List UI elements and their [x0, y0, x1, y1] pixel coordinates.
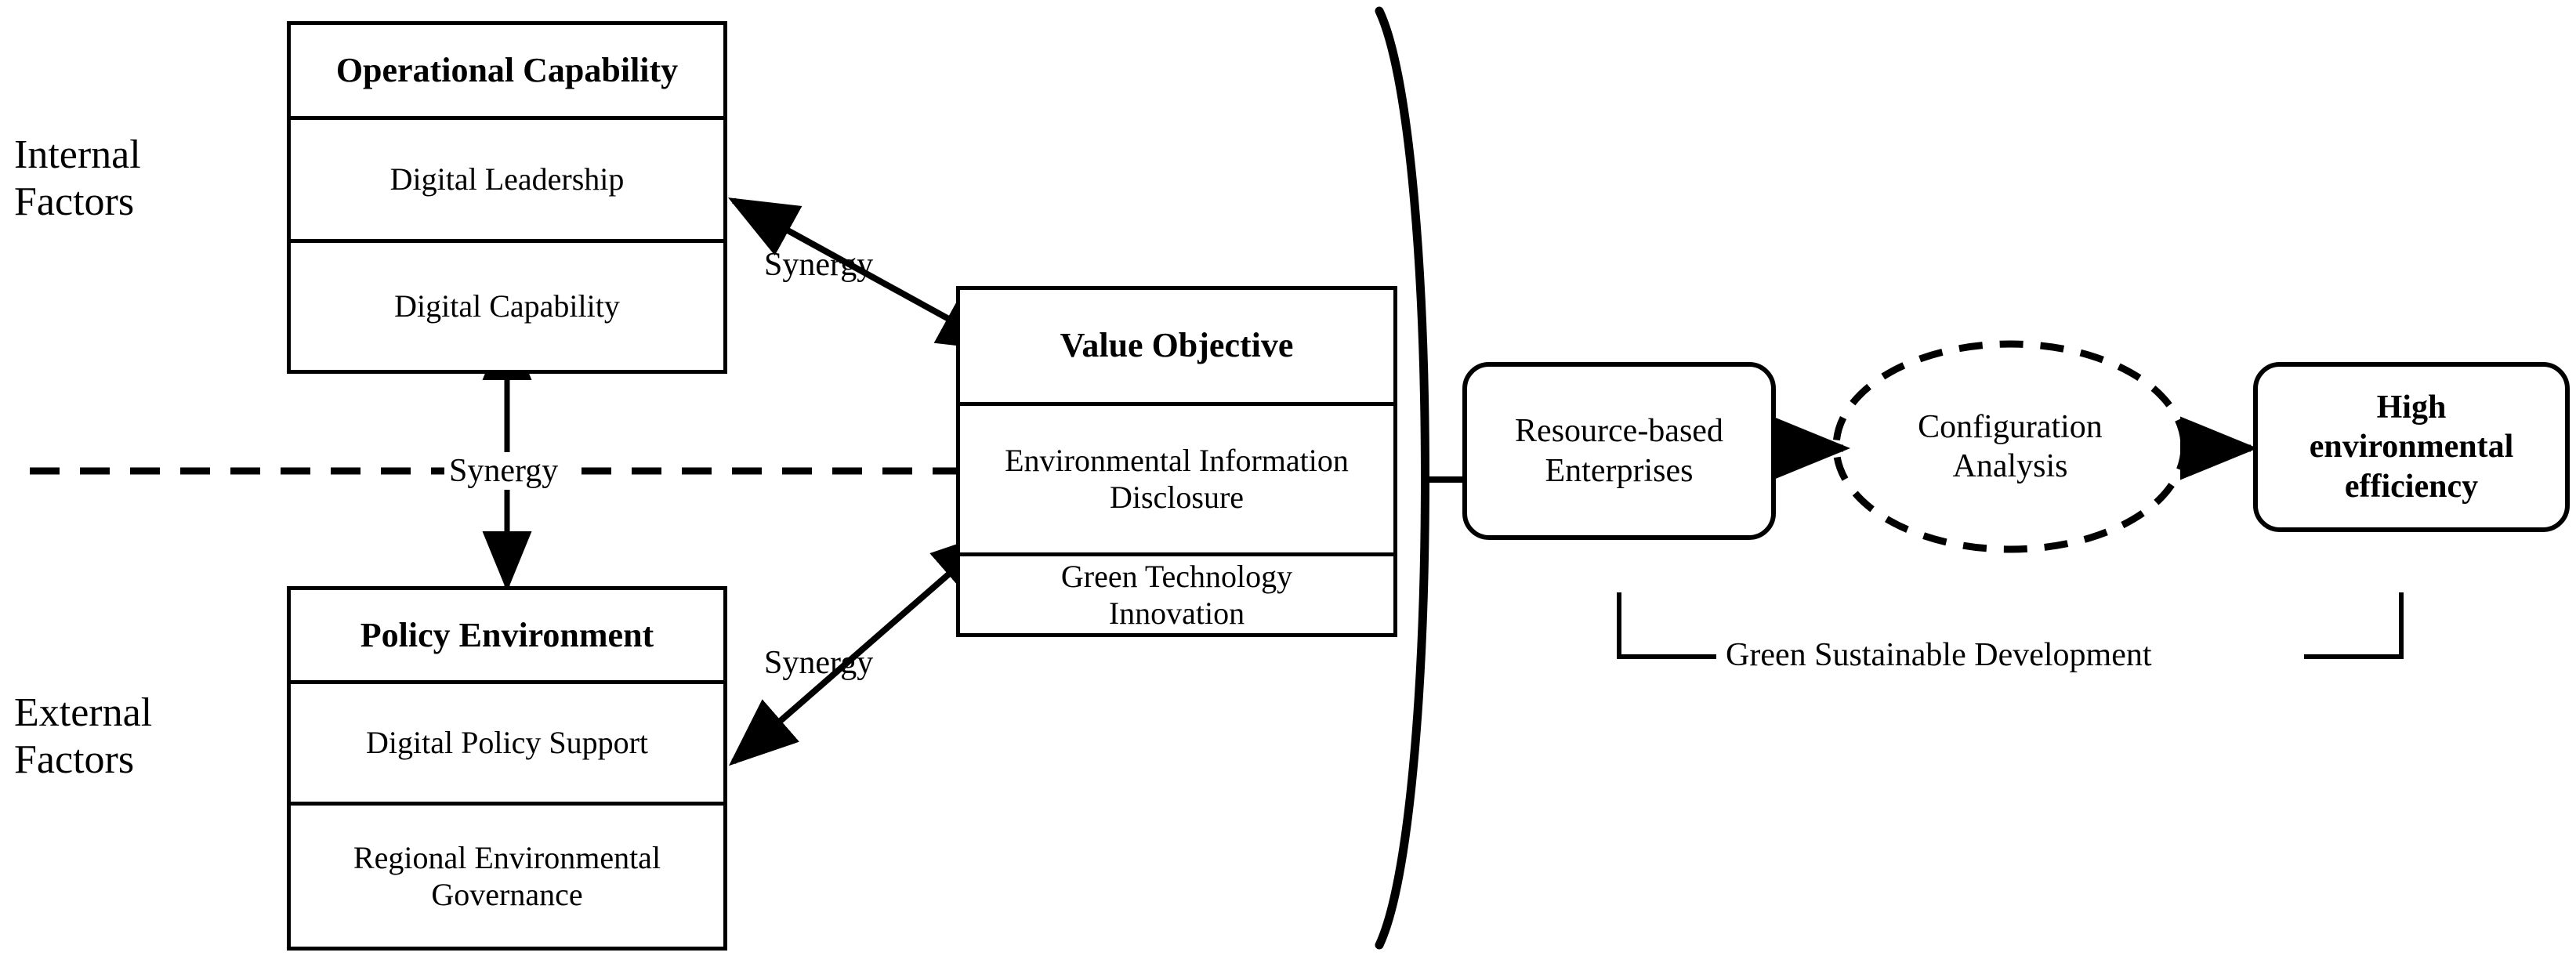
- value-objective-row-environmental-information-disclosure: Environmental Information Disclosure: [960, 406, 1393, 556]
- synergy-middle-label: Synergy: [444, 452, 563, 491]
- operational-capability-box[interactable]: Operational Capability Digital Leadershi…: [287, 21, 727, 374]
- synergy-bottom-label: Synergy: [764, 645, 874, 681]
- value-objective-row-green-technology-innovation: Green Technology Innovation: [1060, 558, 1293, 631]
- configuration-analysis-label: Configuration Analysis: [1918, 408, 2103, 484]
- synergy-top-label: Synergy: [764, 247, 874, 283]
- policy-environment-box[interactable]: Policy Environment Digital Policy Suppor…: [287, 586, 727, 951]
- policy-environment-row-digital-policy-support: Digital Policy Support: [291, 684, 723, 806]
- operational-capability-header: Operational Capability: [291, 25, 723, 120]
- green-sustainable-bracket-left: [1617, 592, 1716, 659]
- policy-environment-header: Policy Environment: [291, 590, 723, 684]
- green-sustainable-development-label: Green Sustainable Development: [1721, 636, 2157, 675]
- green-sustainable-bracket-right: [2304, 592, 2404, 659]
- internal-factors-label: Internal Factors: [14, 132, 141, 224]
- value-objective-box[interactable]: Value Objective Environmental Informatio…: [956, 286, 1397, 637]
- external-factors-label: External Factors: [14, 690, 153, 782]
- operational-capability-row-digital-leadership: Digital Leadership: [291, 120, 723, 243]
- policy-environment-row-regional-environmental-governance: Regional Environmental Governance: [353, 839, 661, 912]
- operational-capability-row-digital-capability: Digital Capability: [394, 288, 620, 324]
- value-objective-header: Value Objective: [960, 290, 1393, 406]
- high-environmental-efficiency-node[interactable]: High environmental efficiency: [2253, 362, 2570, 532]
- resource-based-enterprises-node[interactable]: Resource-based Enterprises: [1462, 362, 1776, 540]
